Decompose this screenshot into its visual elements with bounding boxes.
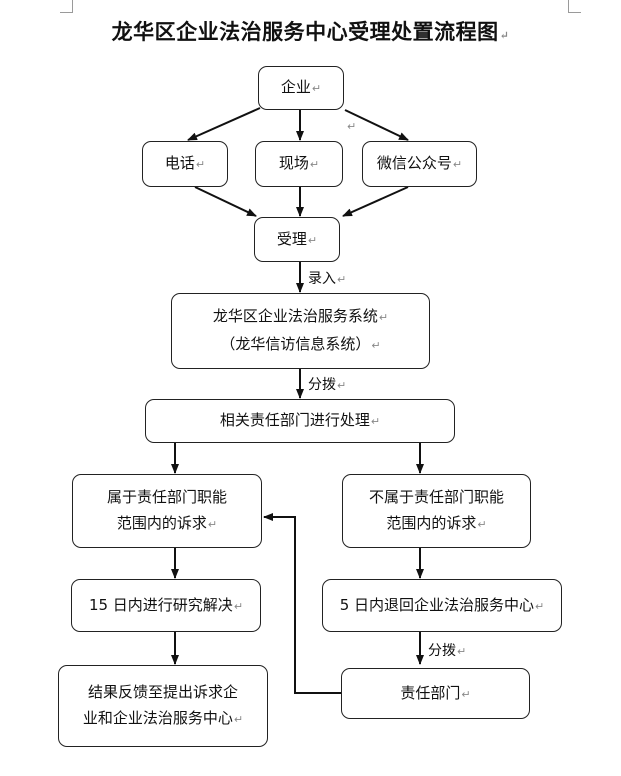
arrow-enterprise-to-wechat: [344, 109, 409, 141]
arrow-enterprise-to-phone: [187, 107, 261, 141]
node-result-feedback: 结果反馈至提出诉求企 业和企业法治服务中心↵: [58, 665, 268, 747]
arrow-responsible-to-within: [263, 513, 341, 694]
node-legal-service-system: 龙华区企业法治服务系统↵ （龙华信访信息系统）↵: [171, 293, 430, 369]
node-wechat: 微信公众号↵: [362, 141, 477, 187]
node-enterprise: 企业↵: [258, 66, 344, 110]
edge-label-dispatch-1: 分拨↵: [308, 377, 347, 393]
node-within-scope: 属于责任部门职能 范围内的诉求↵: [72, 474, 262, 548]
paragraph-mark: ↵: [347, 120, 357, 133]
node-resolve-15-days: 15 日内进行研究解决↵: [71, 579, 261, 632]
node-return-5-days: 5 日内退回企业法治服务中心↵: [322, 579, 562, 632]
arrow-phone-to-accept: [194, 186, 257, 217]
arrow-wechat-to-accept: [342, 186, 409, 217]
diagram-title: 龙华区企业法治服务中心受理处置流程图↵: [111, 19, 510, 44]
node-phone: 电话↵: [142, 141, 228, 187]
page-corner-top-left: [60, 0, 73, 13]
node-dept-process: 相关责任部门进行处理↵: [145, 399, 455, 443]
node-accept: 受理↵: [254, 217, 340, 262]
node-responsible-dept: 责任部门↵: [341, 668, 530, 719]
node-outside-scope: 不属于责任部门职能 范围内的诉求↵: [342, 474, 531, 548]
node-onsite: 现场↵: [255, 141, 343, 187]
edge-label-dispatch-2: 分拨↵: [428, 643, 467, 659]
edge-label-record: 录入↵: [308, 271, 347, 287]
page-corner-top-right: [568, 0, 581, 13]
